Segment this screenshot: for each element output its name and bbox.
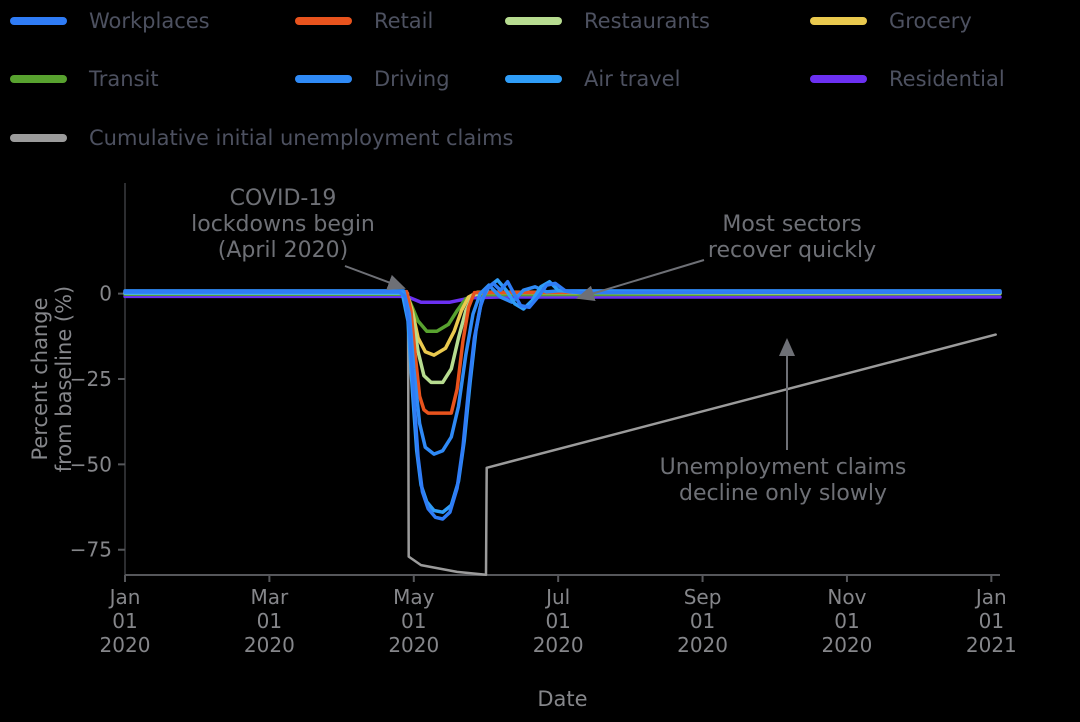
y-tick-label: −75 bbox=[70, 538, 112, 562]
legend-swatch bbox=[295, 75, 352, 83]
annotation-text-line: COVID-19 bbox=[229, 186, 337, 211]
legend-item: Cumulative initial unemployment claims bbox=[10, 126, 513, 150]
legend-item: Driving bbox=[295, 67, 450, 91]
legend-item-label: Workplaces bbox=[89, 9, 210, 33]
legend-swatch bbox=[10, 17, 67, 25]
y-axis-label: Percent changefrom baseline (%) bbox=[28, 286, 76, 473]
annotation-text-line: Unemployment claims bbox=[659, 455, 907, 480]
annotation-text-line: Most sectors bbox=[722, 212, 862, 237]
y-tick-label: −25 bbox=[70, 367, 112, 391]
legend-item-label: Residential bbox=[889, 67, 1005, 91]
x-axis-label: Date bbox=[537, 687, 587, 711]
legend-item: Air travel bbox=[505, 67, 680, 91]
legend-item: Retail bbox=[295, 9, 433, 33]
annotation-text-line: recover quickly bbox=[707, 238, 877, 263]
y-tick-label: 0 bbox=[99, 282, 112, 306]
legend-item-label: Air travel bbox=[584, 67, 681, 91]
legend-item-label: Grocery bbox=[889, 9, 972, 33]
series-line-driving bbox=[123, 283, 1002, 456]
legend-swatch bbox=[10, 134, 67, 142]
annotation-text-line: decline only slowly bbox=[679, 481, 887, 506]
annotation-text-line: (April 2020) bbox=[217, 238, 349, 263]
series-line-retail bbox=[123, 289, 1002, 415]
series-line-workplaces bbox=[123, 279, 1002, 521]
legend-item-label: Restaurants bbox=[584, 9, 710, 33]
legend-item: Restaurants bbox=[505, 9, 710, 33]
annotation-text-line: lockdowns begin bbox=[191, 212, 375, 237]
legend-swatch bbox=[810, 75, 867, 83]
legend-item: Grocery bbox=[810, 9, 972, 33]
annotation-lockdowns: COVID-19 lockdowns begin (April 2020) bbox=[191, 186, 375, 264]
legend-swatch bbox=[505, 75, 562, 83]
annotation-claims: Unemployment claims decline only slowly bbox=[660, 455, 907, 507]
legend-item: Transit bbox=[10, 67, 159, 91]
legend-item-label: Cumulative initial unemployment claims bbox=[89, 126, 514, 150]
annotation-arrow-lockdowns bbox=[344, 265, 406, 290]
series-line-residential bbox=[123, 294, 1002, 304]
legend-swatch bbox=[810, 17, 867, 25]
annotation-recovery: Most sectors recover quickly bbox=[708, 212, 876, 264]
y-tick-label: −50 bbox=[70, 452, 112, 476]
legend-item: Workplaces bbox=[10, 9, 210, 33]
legend-swatch bbox=[505, 17, 562, 25]
legend-swatch bbox=[295, 17, 352, 25]
legend-swatch bbox=[10, 75, 67, 83]
legend-item-label: Retail bbox=[374, 9, 434, 33]
legend-item-label: Driving bbox=[374, 67, 450, 91]
legend-item-label: Transit bbox=[89, 67, 159, 91]
annotation-arrow-recovery bbox=[576, 259, 705, 302]
series-line-grocery bbox=[123, 290, 1002, 357]
series-line-transit bbox=[123, 291, 1002, 333]
legend-item: Residential bbox=[810, 67, 1005, 91]
series-line-cumulative-initial-unemployment-claims bbox=[123, 292, 997, 576]
